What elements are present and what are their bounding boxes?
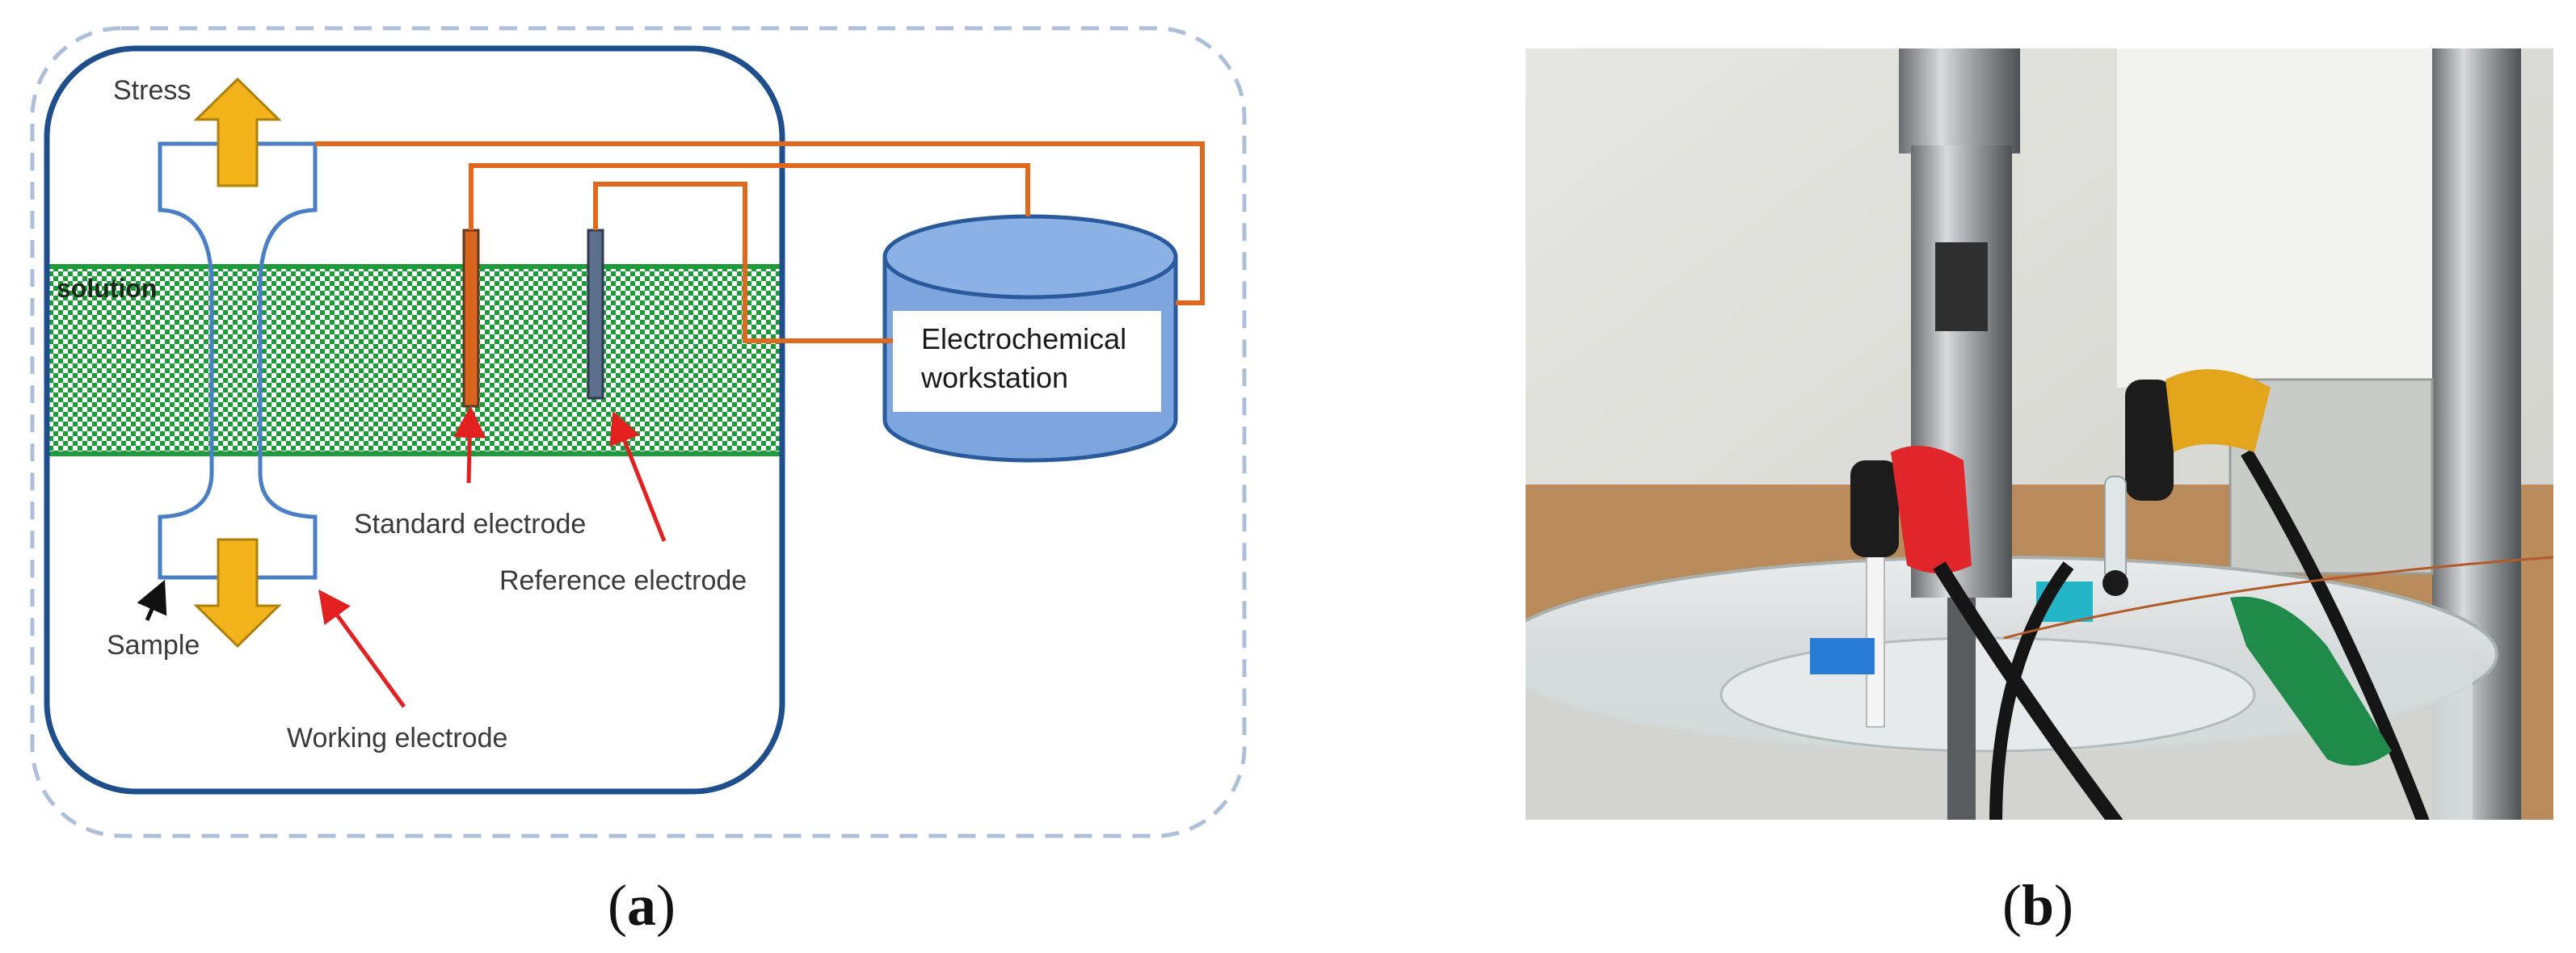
photo-lower-rod	[1947, 598, 1976, 820]
pointer-sample	[137, 579, 167, 622]
photo-glass-electrode	[2104, 476, 2127, 582]
electrochemical-workstation	[882, 214, 1178, 463]
pointer-working-electrode	[318, 589, 406, 708]
sample-label: Sample	[107, 630, 200, 661]
photo-wire-black-3	[2241, 448, 2430, 820]
standard-electrode-label: Standard electrode	[354, 509, 586, 539]
photo-wire-black-2	[1989, 561, 2074, 820]
photo-rod-knurl	[1935, 242, 1988, 331]
reference-electrode-label: Reference electrode	[499, 565, 747, 596]
pointer-standard-electrode	[453, 405, 486, 484]
panel-a-diagram: Stress solution Electrochemical workstat…	[30, 26, 1247, 838]
panel-b-photo	[1526, 48, 2553, 820]
stress-label: Stress	[113, 75, 191, 106]
stress-arrow-up-icon	[193, 77, 282, 187]
stress-arrow-down-icon	[193, 538, 282, 649]
pointer-reference-electrode	[609, 410, 667, 542]
photo-black-clip-left	[1850, 460, 1899, 557]
dashed-outer-border	[30, 26, 1247, 838]
photo-glass-bulb	[2102, 570, 2128, 596]
photo-yellow-clip	[2166, 369, 2271, 452]
workstation-label-line2: workstation	[920, 361, 1068, 394]
wire-working	[315, 141, 1205, 305]
workstation-label-box	[893, 311, 1161, 412]
photo-wire-black-1	[1933, 561, 2124, 820]
reference-electrode-rod	[587, 229, 604, 400]
caption-a-letter: a	[626, 873, 656, 938]
caption-b: (b)	[2002, 873, 2074, 938]
photo-tank-inner	[1719, 636, 2256, 753]
photo-red-clip	[1891, 446, 1972, 573]
photo-black-clip-right	[2125, 380, 2174, 501]
photo-window-light	[2117, 48, 2456, 388]
photo-crosshead	[1899, 48, 2020, 153]
sample-outline	[158, 141, 318, 580]
photo-green-clip	[2230, 596, 2392, 766]
wire-standard	[469, 163, 1030, 230]
cell-frame	[44, 45, 785, 795]
standard-electrode-rod	[462, 229, 480, 408]
photo-copper-wire	[2003, 556, 2553, 640]
working-electrode-label: Working electrode	[287, 723, 507, 754]
workstation-label-line1: Electrochemical	[921, 322, 1126, 355]
solution-label: solution	[57, 274, 157, 303]
caption-a: (a)	[608, 873, 676, 938]
photo-blue-clip-left	[1810, 638, 1875, 674]
solution-band	[44, 264, 785, 456]
caption-b-letter: b	[2021, 873, 2055, 938]
wire-reference	[593, 182, 893, 343]
wires	[315, 141, 1205, 343]
